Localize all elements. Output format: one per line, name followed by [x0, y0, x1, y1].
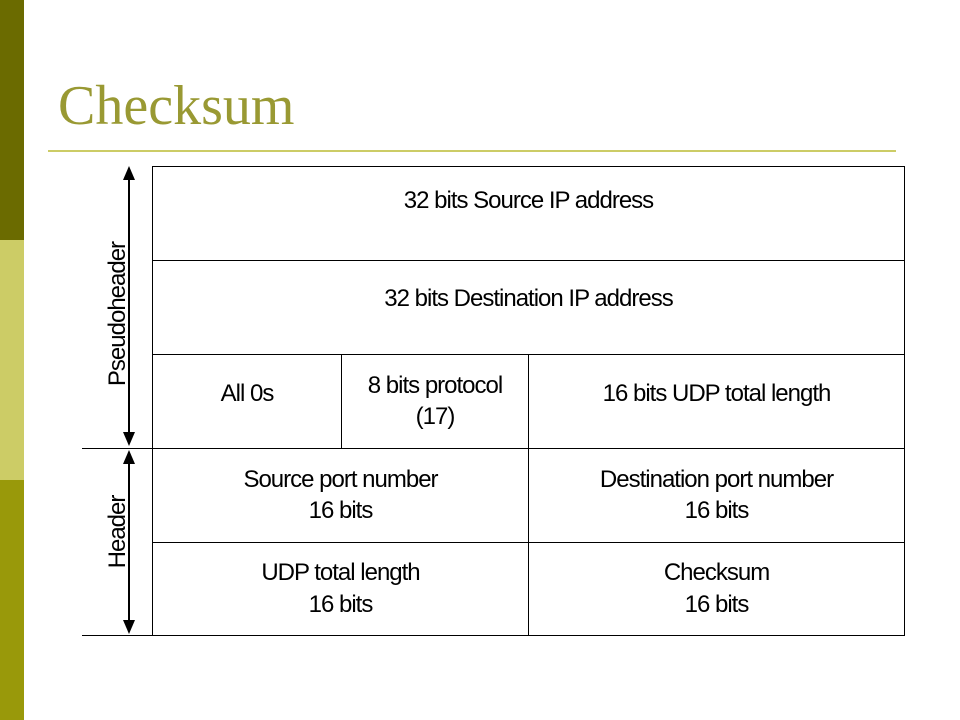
- cell-destination-port: Destination port number 16 bits: [529, 448, 904, 542]
- source-port-line2: 16 bits: [308, 497, 374, 524]
- pseudoheader-arrow-shaft: [128, 178, 130, 434]
- slide-title: Checksum: [58, 75, 295, 137]
- grid-line-right: [904, 166, 905, 636]
- grid-line-section-divider: [82, 448, 904, 449]
- destination-ip-text: 32 bits Destination IP address: [384, 285, 673, 313]
- sidebar-accent-top: [0, 0, 24, 240]
- cell-udp-total-length: UDP total length 16 bits: [153, 542, 528, 635]
- title-underline: [48, 150, 896, 152]
- pseudoheader-arrow-down-icon: [123, 432, 135, 446]
- grid-line-protocol-divider: [528, 354, 529, 636]
- udp-length-pseudo-text: 16 bits UDP total length: [602, 380, 832, 408]
- destination-port-line2: 16 bits: [684, 497, 750, 524]
- header-arrow-shaft: [128, 462, 130, 622]
- header-arrow-up-icon: [123, 450, 135, 464]
- header-arrow-down-icon: [123, 620, 135, 634]
- pseudoheader-arrow-up-icon: [123, 166, 135, 180]
- all-zeros-text: All 0s: [220, 380, 275, 408]
- destination-port-line1: Destination port number: [599, 465, 834, 493]
- udp-length-line1: UDP total length: [261, 559, 420, 587]
- cell-source-port: Source port number 16 bits: [153, 448, 528, 542]
- cell-destination-ip: 32 bits Destination IP address: [153, 260, 904, 338]
- sidebar-accent-bottom: [0, 480, 24, 720]
- sidebar-accent-middle: [0, 240, 24, 480]
- protocol-text-line2: (17): [415, 403, 456, 430]
- grid-line-row1: [152, 260, 904, 261]
- protocol-text-line1: 8 bits protocol: [367, 371, 503, 399]
- source-ip-text: 32 bits Source IP address: [403, 187, 654, 215]
- checksum-line1: Checksum: [663, 559, 770, 587]
- grid-line-top: [152, 166, 904, 167]
- udp-length-line2: 16 bits: [308, 590, 374, 618]
- source-port-line1: Source port number: [243, 465, 438, 493]
- grid-line-bottom: [82, 635, 904, 636]
- cell-protocol: 8 bits protocol (17): [342, 354, 528, 448]
- checksum-line2: 16 bits: [684, 590, 750, 618]
- cell-udp-length-pseudo: 16 bits UDP total length: [529, 354, 904, 434]
- grid-line-left: [152, 166, 153, 636]
- cell-source-ip: 32 bits Source IP address: [153, 166, 904, 236]
- cell-checksum: Checksum 16 bits: [529, 542, 904, 635]
- cell-all-zeros: All 0s: [153, 354, 341, 434]
- grid-line-zeros-divider: [341, 354, 342, 448]
